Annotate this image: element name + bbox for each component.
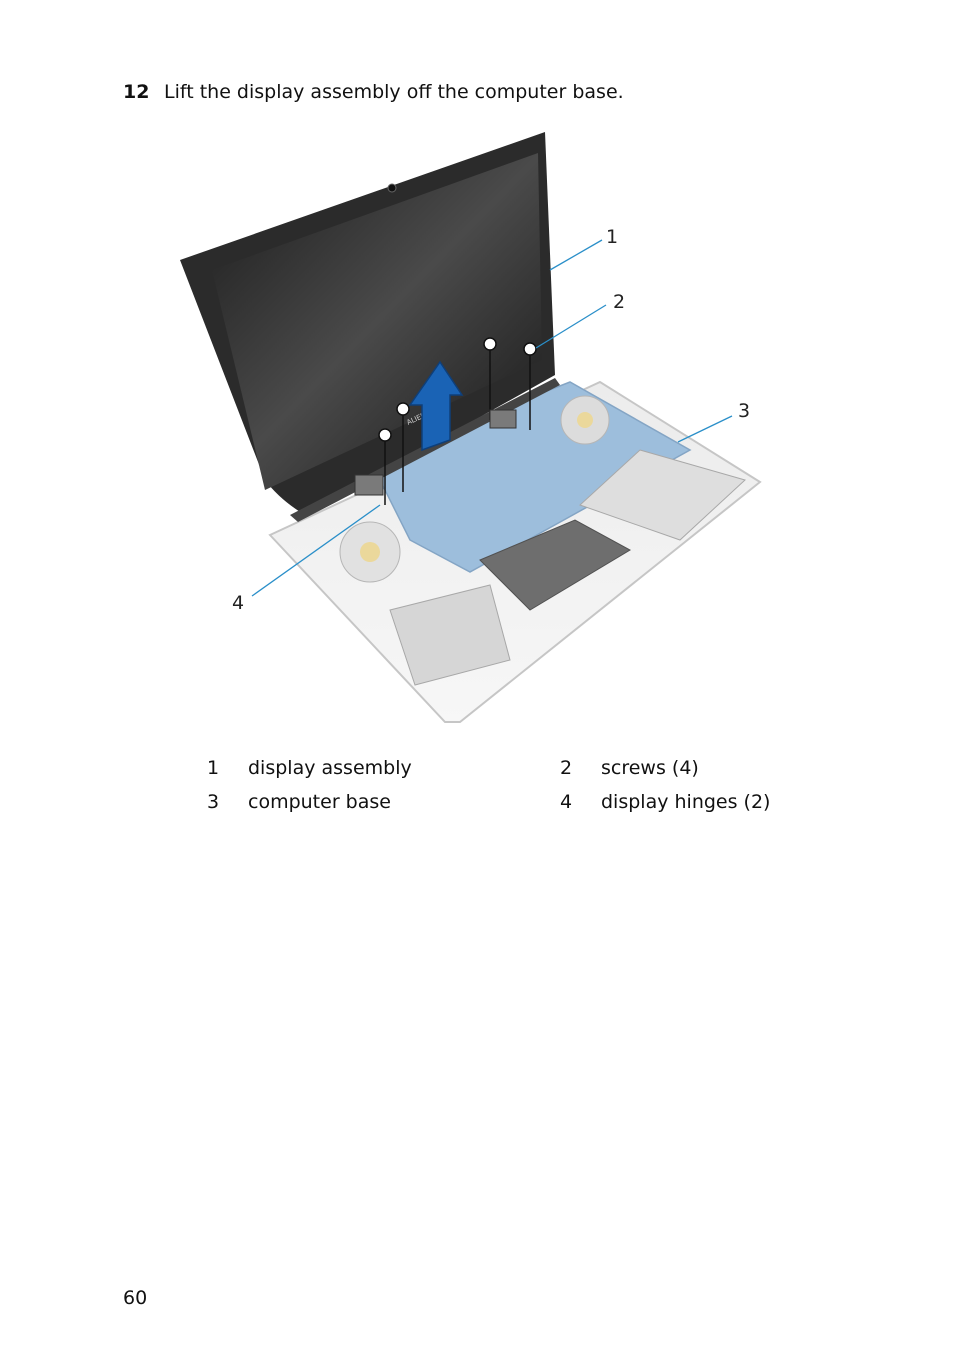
legend-label: computer base	[248, 791, 391, 813]
legend-label: display hinges (2)	[601, 791, 771, 813]
callout-1: 1	[606, 226, 619, 248]
callout-3: 3	[738, 400, 751, 422]
screws	[378, 337, 537, 505]
lift-arrow	[408, 360, 464, 452]
legend-label: display assembly	[248, 757, 412, 779]
step-number: 12	[123, 81, 150, 103]
laptop-illustration: ALIENWARE	[170, 120, 790, 740]
legend-number: 2	[560, 757, 573, 779]
callout-2: 2	[613, 291, 626, 313]
step-instruction: 12 Lift the display assembly off the comp…	[123, 80, 624, 104]
laptop-drawing: ALIENWARE	[180, 132, 762, 723]
leader-lines	[251, 239, 733, 597]
legend-label: screws (4)	[601, 757, 699, 779]
page-number: 60	[123, 1287, 148, 1309]
callout-4: 4	[232, 592, 245, 614]
legend-number: 1	[207, 757, 220, 779]
display-hinges	[354, 409, 517, 496]
step-text: Lift the display assembly off the comput…	[164, 81, 624, 103]
legend-number: 4	[560, 791, 573, 813]
legend-number: 3	[207, 791, 220, 813]
